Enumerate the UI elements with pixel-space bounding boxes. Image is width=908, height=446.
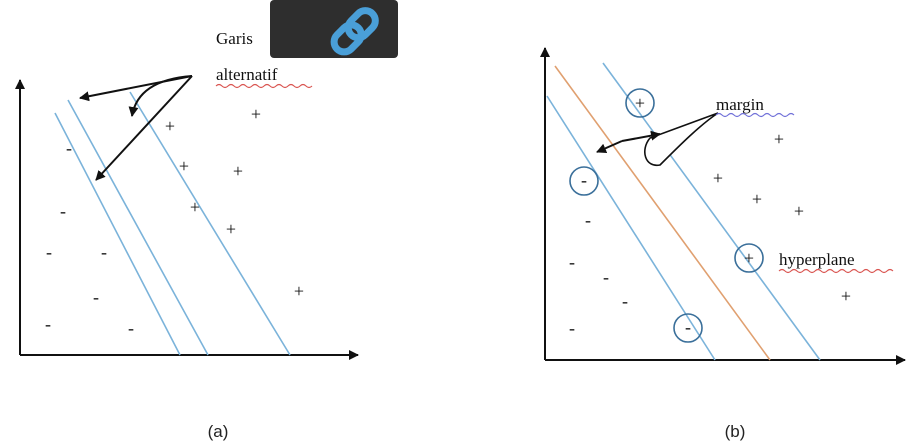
panel-a-plus-point: + xyxy=(294,281,304,301)
link-overlay-badge[interactable] xyxy=(270,0,398,58)
panel-a-plus-point: + xyxy=(179,156,189,176)
panel-a-minus-point: - xyxy=(45,314,51,334)
panel-b-margin-line-upper xyxy=(602,62,821,361)
panel-b-margin-underline xyxy=(715,112,795,118)
panel-b-minus-point: - xyxy=(622,291,628,311)
panel-b-minus-point: - xyxy=(585,210,591,230)
panel-a-separator-line-2 xyxy=(54,112,181,356)
panel-b-caption: (b) xyxy=(725,422,746,441)
panel-a-spellcheck-underline xyxy=(215,83,313,89)
panel-b-margin-callout xyxy=(644,112,719,166)
panel-b-support-vector-plus: + xyxy=(635,93,645,113)
panel-a-label-line-2: alternatif xyxy=(216,65,278,84)
panel-b-hyperplane-label: hyperplane xyxy=(779,250,855,269)
panel-b-hyperplane-line xyxy=(554,65,771,361)
link-chain-icon xyxy=(330,7,379,56)
panel-b-minus-point: - xyxy=(603,267,609,287)
panel-b-plus-point: + xyxy=(794,201,804,221)
panel-a-minus-point: - xyxy=(93,287,99,307)
panel-a-minus-point: - xyxy=(46,242,52,262)
panel-a-plus-point: + xyxy=(165,116,175,136)
panel-a-minus-point: - xyxy=(101,242,107,262)
panel-a-plus-point: + xyxy=(233,161,243,181)
panel-a-pointer-arrow-2 xyxy=(95,75,193,181)
panel-a-plus-point: + xyxy=(190,197,200,217)
panel-b: + - + - margin hyperplane + + + + + - - … xyxy=(540,47,906,441)
panel-b-plus-point: + xyxy=(774,129,784,149)
panel-b-plus-point: + xyxy=(713,168,723,188)
panel-b-minus-point: - xyxy=(569,252,575,272)
panel-b-support-vector-circle xyxy=(734,243,764,273)
panel-b-margin-line-lower xyxy=(546,95,716,361)
panel-b-support-vector-plus: + xyxy=(744,248,754,268)
panel-a-separator-line-3 xyxy=(129,91,291,356)
panel-b-support-vector-circle xyxy=(673,313,703,343)
panel-a-minus-point: - xyxy=(66,138,72,158)
panel-b-support-vector-circle xyxy=(569,166,599,196)
panel-b-support-vector-minus: - xyxy=(581,170,587,190)
panel-a-separator-line-1 xyxy=(67,99,209,356)
panel-a-minus-point: - xyxy=(128,318,134,338)
panel-a-pointer-arrow-3 xyxy=(128,75,193,117)
panel-b-minus-point: - xyxy=(569,318,575,338)
panel-b-support-vector-minus: - xyxy=(685,317,691,337)
panel-b-margin-arrow-left xyxy=(596,140,623,153)
panel-a-minus-point: - xyxy=(60,201,66,221)
panel-b-margin-arrow-right xyxy=(621,130,661,142)
panel-b-support-vector-circle xyxy=(625,88,655,118)
panel-b-hyperplane-underline xyxy=(778,268,894,274)
panel-a-plus-point: + xyxy=(226,219,236,239)
panel-b-margin-label: margin xyxy=(716,95,764,114)
panel-a-label-line-1: Garis xyxy=(216,29,253,48)
panel-a-caption: (a) xyxy=(208,422,229,441)
panel-b-plus-point: + xyxy=(752,189,762,209)
panel-a: Garis alternatif + + + + + + + - - - - -… xyxy=(15,29,359,441)
panel-b-plus-point: + xyxy=(841,286,851,306)
panel-a-plus-point: + xyxy=(251,104,261,124)
